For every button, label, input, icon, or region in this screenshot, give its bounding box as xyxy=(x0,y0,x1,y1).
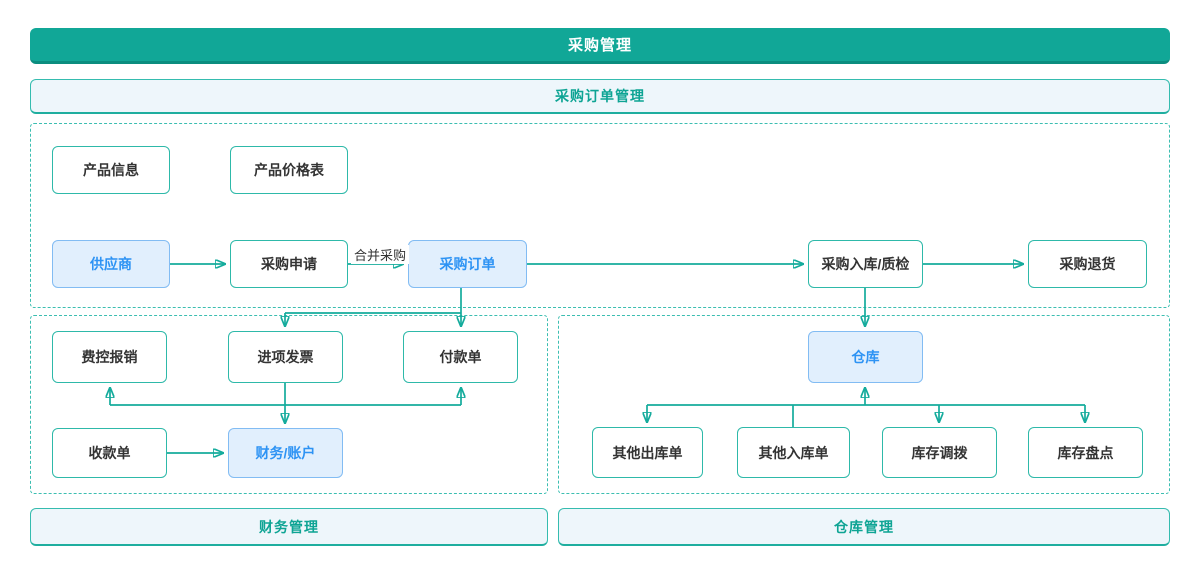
node-inventory-transfer[interactable]: 库存调拨 xyxy=(882,427,997,478)
node-other-outbound-order[interactable]: 其他出库单 xyxy=(592,427,703,478)
region-purchase-order-group xyxy=(30,123,1170,308)
node-input-invoice[interactable]: 进项发票 xyxy=(228,331,343,383)
footer-banner-warehouse-management: 仓库管理 xyxy=(558,508,1170,546)
region-finance-group xyxy=(30,315,548,494)
node-product-info[interactable]: 产品信息 xyxy=(52,146,170,194)
header-banner-procurement-management: 采购管理 xyxy=(30,28,1170,64)
sub-banner-purchase-order-management: 采购订单管理 xyxy=(30,79,1170,114)
edge-label-merge-purchase: 合并采购 xyxy=(351,245,409,264)
node-product-price-list[interactable]: 产品价格表 xyxy=(230,146,348,194)
footer-banner-finance-management: 财务管理 xyxy=(30,508,548,546)
node-purchase-return[interactable]: 采购退货 xyxy=(1028,240,1147,288)
node-receipt-order[interactable]: 收款单 xyxy=(52,428,167,478)
node-warehouse[interactable]: 仓库 xyxy=(808,331,923,383)
node-inventory-count[interactable]: 库存盘点 xyxy=(1028,427,1143,478)
node-payment-order[interactable]: 付款单 xyxy=(403,331,518,383)
region-warehouse-group xyxy=(558,315,1170,494)
node-purchase-inbound-qc[interactable]: 采购入库/质检 xyxy=(808,240,923,288)
node-purchase-request[interactable]: 采购申请 xyxy=(230,240,348,288)
node-expense-reimbursement[interactable]: 费控报销 xyxy=(52,331,167,383)
node-purchase-order[interactable]: 采购订单 xyxy=(408,240,527,288)
node-finance-account[interactable]: 财务/账户 xyxy=(228,428,343,478)
node-supplier[interactable]: 供应商 xyxy=(52,240,170,288)
node-other-inbound-order[interactable]: 其他入库单 xyxy=(737,427,850,478)
